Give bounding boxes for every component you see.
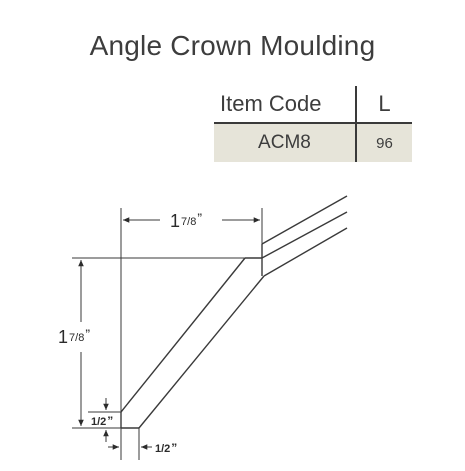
dimension-bottom-height: [88, 398, 121, 442]
table-header-row: Item Code L: [214, 86, 412, 123]
cell-item-code: ACM8: [214, 122, 357, 162]
profile-inner-face: [138, 275, 265, 429]
header-item-code: Item Code: [214, 86, 357, 123]
spec-table: Item Code L ACM8 96: [214, 86, 412, 162]
moulding-profile: [120, 195, 348, 429]
profile-front-face: [120, 257, 246, 413]
header-length: L: [378, 91, 391, 116]
dim-label-bottom-height: 1/2”: [91, 414, 113, 428]
profile-back-edge: [261, 195, 348, 245]
dimension-top-width: [120, 208, 263, 412]
dim-label-bottom-width: 1/2”: [155, 441, 177, 455]
page-title: Angle Crown Moulding: [89, 30, 376, 61]
dimension-left-height: [72, 257, 245, 429]
profile-top-edge: [261, 211, 348, 259]
dim-label-left-height: 17/8”: [58, 326, 90, 347]
table-row: ACM8 96: [214, 122, 412, 162]
dim-label-top-width: 17/8”: [170, 210, 202, 231]
profile-lower-edge: [263, 227, 348, 277]
dimension-bottom-width: [108, 428, 152, 460]
cell-length: 96: [355, 122, 412, 162]
